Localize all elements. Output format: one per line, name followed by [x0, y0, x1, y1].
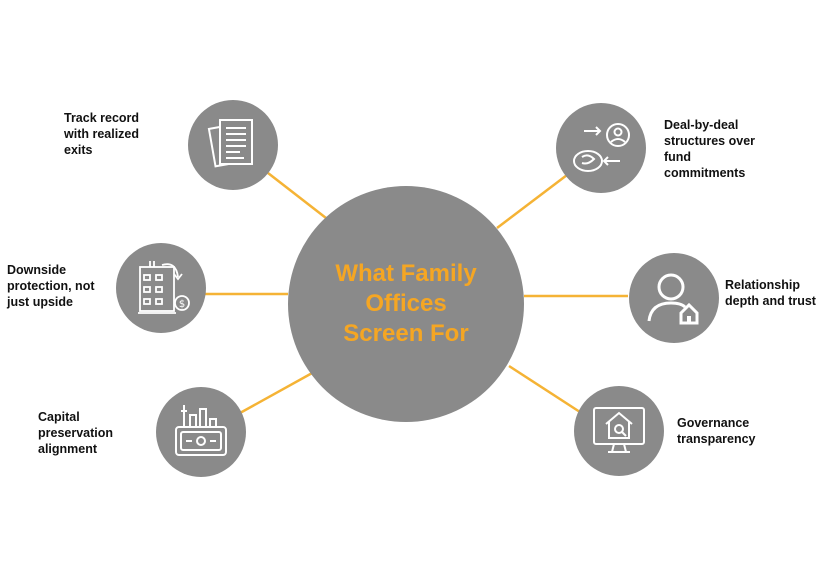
node-capital-preservation [156, 387, 246, 477]
label-governance: Governance transparency [677, 416, 756, 446]
node-deal-by-deal [556, 103, 646, 193]
connector-deal-by-deal [496, 174, 568, 229]
label-relationship: Relationship depth and trust [725, 278, 816, 308]
center-hub: What Family Offices Screen For [288, 186, 524, 422]
person-house-icon [647, 273, 699, 325]
monitor-house-icon [593, 407, 645, 453]
label-track-record: Track record with realized exits [64, 111, 140, 157]
label-capital-preservation: Capital preservation alignment [38, 410, 114, 456]
banknote-chart-icon [175, 405, 227, 456]
connector-capital-preservation [239, 370, 315, 415]
connector-governance [508, 364, 584, 416]
label-deal-by-deal: Deal-by-deal structures over fund commit… [664, 118, 756, 180]
svg-text:$: $ [179, 299, 185, 310]
node-governance [574, 386, 664, 476]
exchange-icon [573, 123, 630, 172]
connector-track-record [267, 172, 327, 219]
node-downside-protection: $ [116, 243, 206, 333]
label-downside-protection: Downside protection, not just upside [7, 263, 95, 309]
factory-dollar-icon: $ [138, 261, 190, 314]
node-track-record [188, 100, 278, 190]
node-relationship [629, 253, 719, 343]
documents-icon [207, 119, 253, 168]
center-title: What Family Offices Screen For [335, 260, 477, 347]
